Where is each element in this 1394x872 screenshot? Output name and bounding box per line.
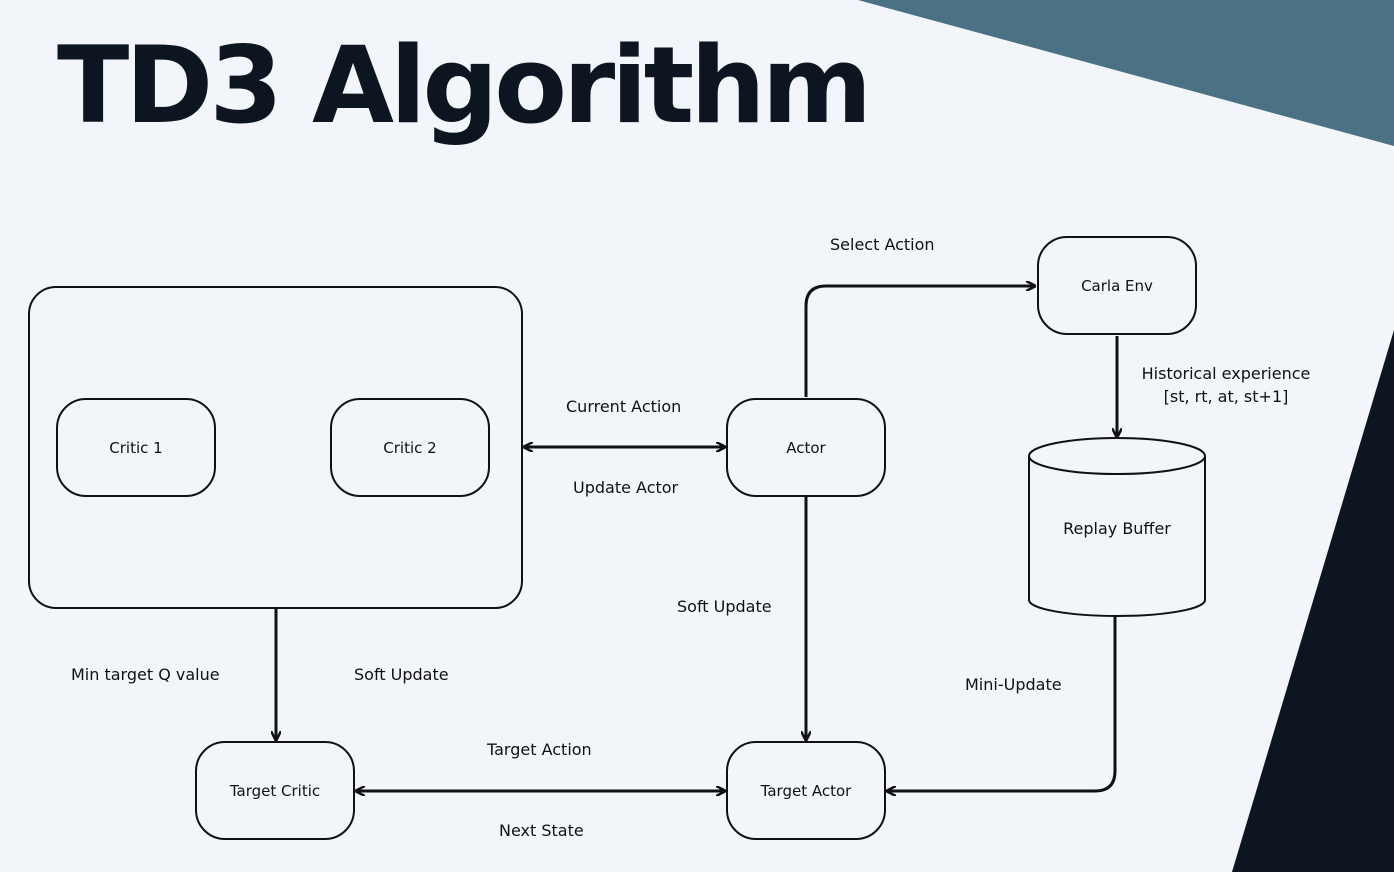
label-select-action: Select Action bbox=[830, 235, 935, 254]
critic-group bbox=[28, 286, 523, 609]
label-historical-experience: Historical experience bbox=[1141, 364, 1311, 383]
label-min-target-q: Min target Q value bbox=[71, 665, 220, 684]
arrow-select-action bbox=[804, 286, 1035, 397]
label-update-actor: Update Actor bbox=[573, 478, 679, 497]
top-right-accent-triangle bbox=[858, 0, 1394, 146]
right-dark-shape bbox=[1232, 330, 1394, 872]
target-actor-node: Target Actor bbox=[726, 741, 886, 840]
actor-node: Actor bbox=[726, 398, 886, 497]
carla-env-node: Carla Env bbox=[1037, 236, 1197, 335]
label-soft-update-critic: Soft Update bbox=[354, 665, 449, 684]
critic-1-node: Critic 1 bbox=[56, 398, 216, 497]
replay-buffer-label: Replay Buffer bbox=[1063, 519, 1171, 538]
label-historical-experience-tuple: [st, rt, at, st+1] bbox=[1163, 387, 1289, 406]
target-critic-node: Target Critic bbox=[195, 741, 355, 840]
critic-2-node: Critic 2 bbox=[330, 398, 490, 497]
replay-buffer-cylinder bbox=[1028, 437, 1206, 617]
arrow-mini-update bbox=[887, 616, 1117, 791]
page-title: TD3 Algorithm bbox=[57, 24, 872, 147]
label-current-action: Current Action bbox=[566, 397, 682, 416]
label-target-action: Target Action bbox=[487, 740, 592, 759]
label-soft-update-actor: Soft Update bbox=[677, 597, 772, 616]
label-mini-update: Mini-Update bbox=[965, 675, 1062, 694]
label-next-state: Next State bbox=[499, 821, 584, 840]
